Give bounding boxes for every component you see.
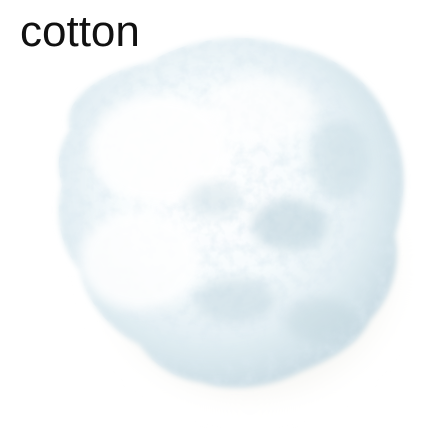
caption-label: cotton xyxy=(20,7,140,56)
